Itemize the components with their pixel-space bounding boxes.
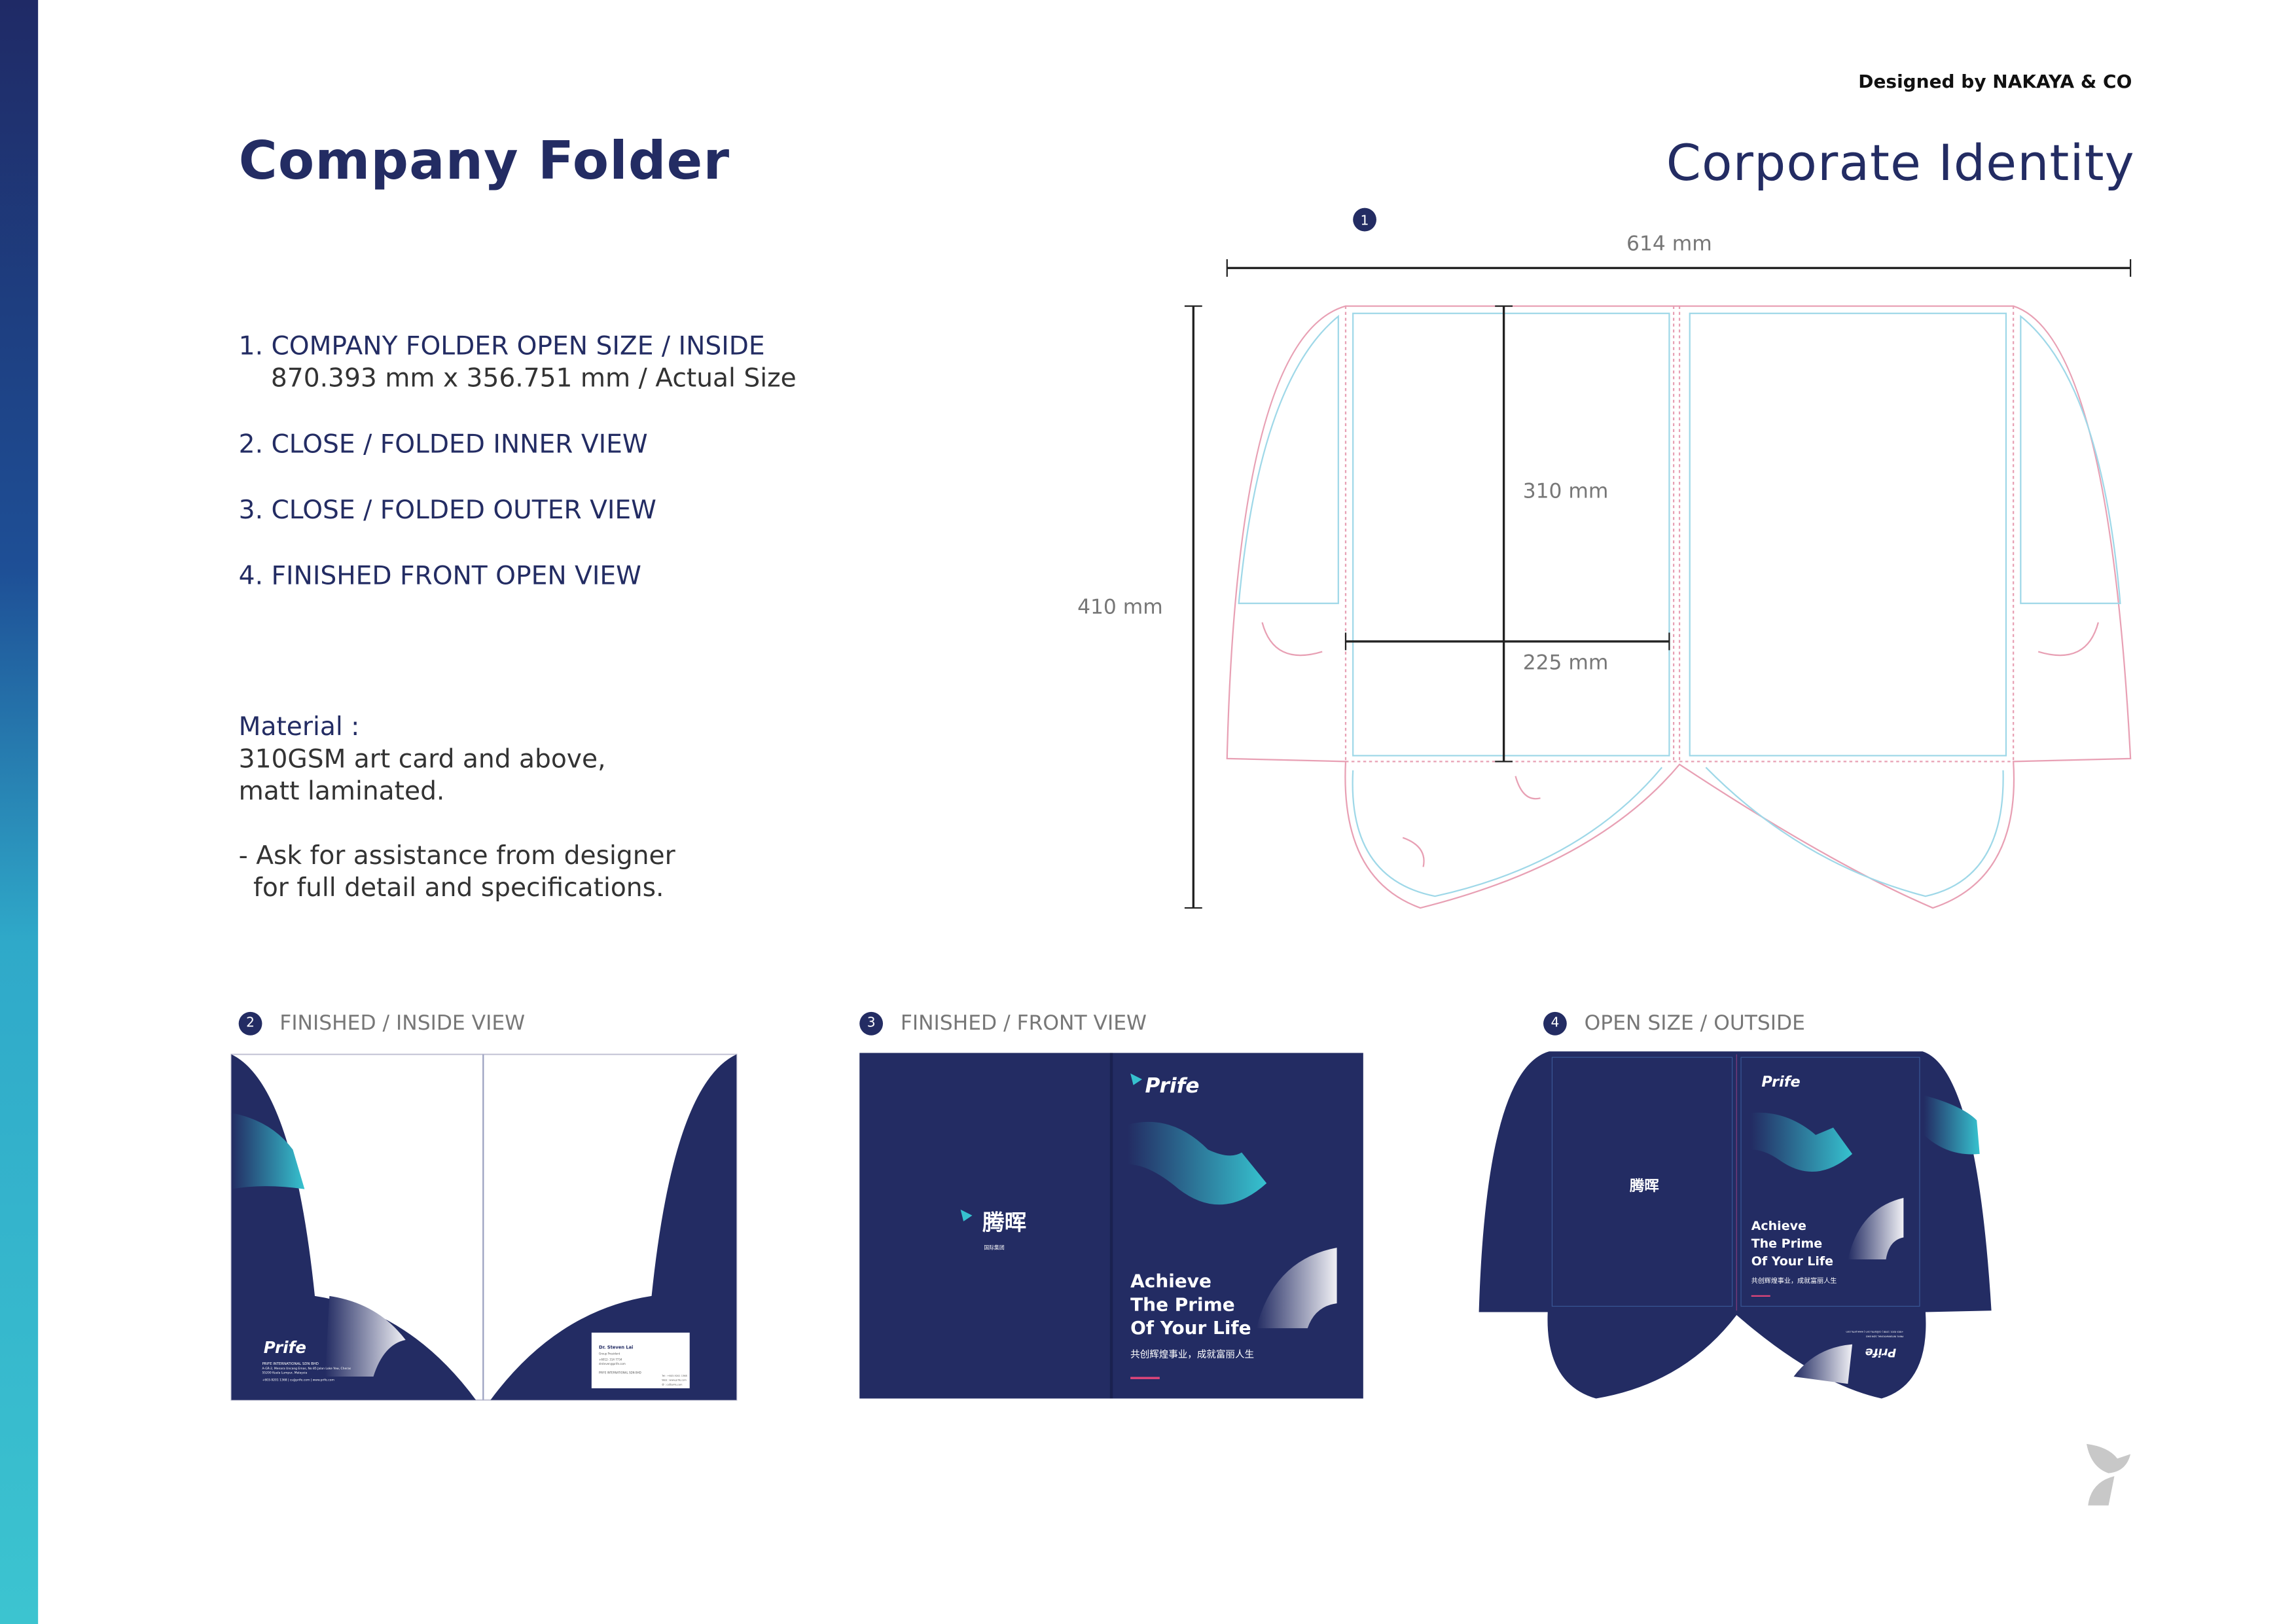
tagline: Achieve [1751,1219,1806,1233]
tagline: Of Your Life [1751,1254,1833,1269]
page-subtitle: Corporate Identity [1666,134,2135,194]
company-address: 55200 Kuala Lumpur, Malaysia [262,1371,307,1375]
spec-detail: 870.393 mm x 356.751 mm / Actual Size [270,365,797,394]
company-contact: +603-9201 1368 | cs@prife.com | www.prif… [1846,1331,1904,1333]
section-label-inside-view: 2 FINISHED / INSIDE VIEW [238,1011,526,1036]
dieline-badge-number: 1 [1361,212,1369,228]
inside-view-mockup: Prife PRIFE INTERNATIONAL SDN BHD A-GR-2… [230,1053,738,1401]
slogan: 共创辉煌事业，成就富丽人生 [1130,1348,1254,1360]
section-title: OPEN SIZE / OUTSIDE [1584,1011,1805,1036]
company-name: PRIFE INTERNATIONAL SDN BHD [1866,1335,1904,1337]
sidebar-gradient-bar [0,0,39,1624]
material-note: - Ask for assistance from designer [238,842,675,872]
cn-logo: 腾晖 [1630,1178,1659,1195]
company-contact: +603-9201 1368 | cs@prife.com | www.prif… [262,1379,334,1382]
section-label-front-view: 3 FINISHED / FRONT VIEW [859,1011,1147,1036]
cn-logo-sub: 国际集团 [984,1244,1004,1250]
prife-logo: Prife [264,1338,306,1357]
spec-label: 1. COMPANY FOLDER OPEN SIZE / INSIDE [238,332,765,362]
business-card-tel: Tel : +603-9201 1368 [661,1375,687,1377]
material-block: Material : 310GSM art card and above, ma… [239,712,675,905]
panel-width-label: 225 mm [1523,651,1609,674]
prife-logo: Prife [1145,1074,1199,1098]
company-name: PRIFE INTERNATIONAL SDN BHD [262,1362,318,1366]
section-label-outside-view: 4 OPEN SIZE / OUTSIDE [1543,1011,1805,1036]
dieline-badge [1353,208,1376,232]
material-line: 310GSM art card and above, [238,745,606,775]
material-heading: Material : [238,713,360,743]
section-badge: 4 [1543,1011,1567,1036]
tagline: The Prime [1751,1236,1822,1251]
pocket-flap-contact-rotated: Prife PRIFE INTERNATIONAL SDN BHD +603-9… [1846,1331,1904,1360]
business-card-name: Dr. Steven Lai [599,1344,633,1350]
brand-mark-icon [2087,1443,2131,1506]
material-line: matt laminated. [238,777,445,807]
height-label: 410 mm [1077,595,1163,619]
width-label: 614 mm [1626,232,1712,256]
slogan: 共创辉煌事业，成就富丽人生 [1751,1276,1837,1285]
spec-item-3: 3. CLOSE / FOLDED OUTER VIEW [238,496,656,526]
cut-line [1226,305,2132,909]
panel-height-label: 310 mm [1523,480,1609,503]
spec-item-1: 1. COMPANY FOLDER OPEN SIZE / INSIDE 870… [239,331,797,395]
company-address: A-GR-2, Menara Uncang Emas, No 85 Jalan … [262,1367,351,1371]
page-title: Company Folder [238,132,730,192]
business-card-phone: +6012- 314 7734 [599,1358,622,1361]
material-note: for full detail and specifications. [253,874,664,904]
business-card-mail: @ : cs@prife.com [662,1383,683,1386]
spec-item-4: 4. FINISHED FRONT OPEN VIEW [238,562,641,592]
business-card [591,1332,690,1388]
tagline: The Prime [1130,1293,1235,1315]
prife-logo: Prife [1865,1345,1896,1359]
prife-logo: Prife [1761,1074,1800,1091]
front-view-mockup: 腾晖 国际集团 Prife Achieve The Prime Of Your … [859,1053,1363,1399]
tagline: Of Your Life [1130,1317,1251,1339]
section-title: FINISHED / FRONT VIEW [900,1011,1147,1036]
tagline: Achieve [1130,1270,1211,1291]
business-card-company: PRIFE INTERNATIONAL SDN BHD [599,1371,641,1374]
outside-view-mockup: 腾晖 Prife Achieve The Prime Of Your Life … [1479,1051,1992,1399]
spec-item-2: 2. CLOSE / FOLDED INNER VIEW [238,430,648,460]
business-card-title: Group President [599,1352,620,1355]
safe-line [1238,312,2121,897]
cn-logo: 腾晖 [982,1210,1026,1235]
section-badge: 2 [238,1011,262,1036]
business-card-email: drsteven@prife.com [599,1362,626,1365]
section-title: FINISHED / INSIDE VIEW [279,1011,526,1036]
section-badge: 3 [859,1011,884,1036]
business-card-web: Web : www.prife.com [662,1379,687,1382]
designer-credit: Designed by NAKAYA & CO [1858,70,2132,92]
